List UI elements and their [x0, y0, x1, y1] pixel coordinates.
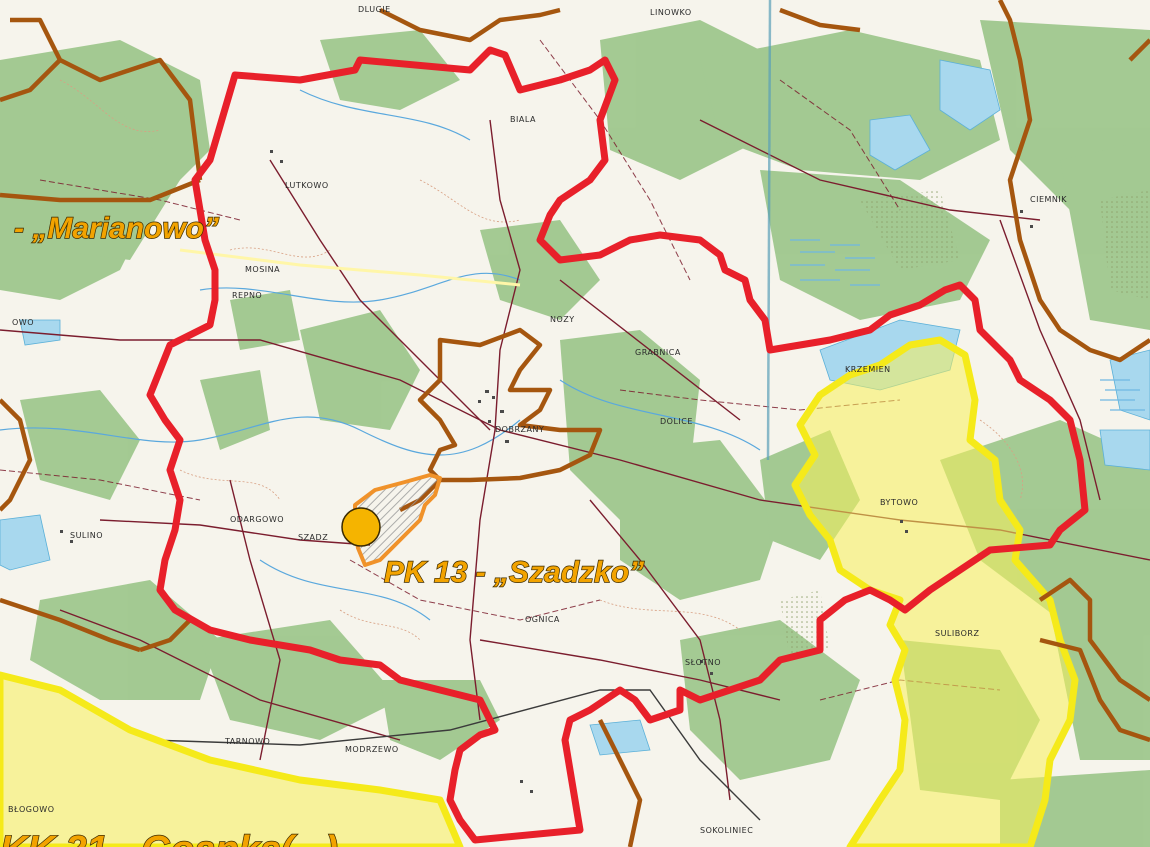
town-nozy: NOZY	[550, 315, 575, 324]
town-biala: BIALA	[510, 115, 536, 124]
town-bytowo: BYTOWO	[880, 498, 918, 507]
commune-boundary	[146, 46, 1089, 844]
szadzko-site-marker[interactable]	[341, 507, 381, 547]
town-slotno: SŁOTNO	[685, 658, 721, 667]
town-modrzewo: MODRZEWO	[345, 745, 399, 754]
town-dlugie: DLUGIE	[358, 5, 391, 14]
town-owo: OWO	[12, 318, 34, 327]
town-lutkowo: LUTKOWO	[285, 181, 329, 190]
town-mosina: MOSINA	[245, 265, 280, 274]
town-repno: REPNO	[232, 291, 262, 300]
label-szadzko: PK 13 - „Szadzko”	[384, 556, 644, 589]
town-ciemnik: CIEMNIK	[1030, 195, 1067, 204]
natura-area-east	[791, 336, 1079, 847]
town-grabnica: GRABNICA	[635, 348, 681, 357]
town-odargowo: ODARGOWO	[230, 515, 284, 524]
town-sokoliniec: SOKOLINIEC	[700, 826, 753, 835]
town-dolice: DOLICE	[660, 417, 693, 426]
town-linowko: LINOWKO	[650, 8, 692, 17]
town-suliborz: SULIBORZ	[935, 629, 979, 638]
canal-line	[766, 0, 772, 461]
natura-area-southwest	[0, 671, 464, 847]
railway	[149, 689, 761, 821]
roads	[0, 119, 1150, 801]
settlements	[60, 150, 1033, 793]
town-szadz: SZADZ	[298, 533, 328, 542]
town-dobrzany: DOBRZANY	[495, 425, 544, 434]
town-tarnowo: TARNOWO	[224, 737, 270, 746]
town-labels: DLUGIE LINOWKO BIALA LUTKOWO MOSINA REPN…	[8, 5, 1067, 835]
wetland-areas	[790, 239, 1145, 411]
label-marianowo: - „Marianowo”	[14, 212, 219, 245]
town-blogowo: BŁOGOWO	[8, 805, 54, 814]
town-sulino: SULINO	[70, 531, 103, 540]
town-krzemien: KRZEMIEN	[845, 365, 891, 374]
label-bottom-partial: KK 21 - Goanka(...)	[0, 829, 338, 847]
contour-lines	[59, 79, 1023, 641]
town-ognica: OGNICA	[525, 615, 560, 624]
szadzko-site-area	[353, 473, 442, 567]
secondary-road	[179, 248, 521, 287]
